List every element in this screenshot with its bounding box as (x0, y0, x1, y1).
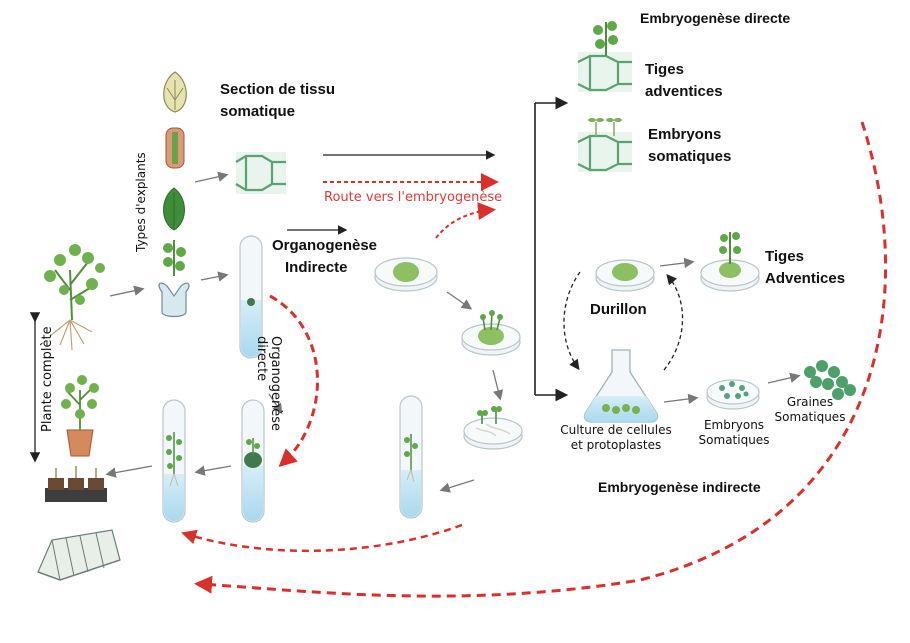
label-organogenese-directe-1: Organogenèse (268, 336, 283, 432)
culture-flask-icon (583, 349, 659, 423)
petri-dish-rooted-plantlets (463, 406, 523, 450)
arrow-red-to-left-tube (181, 523, 463, 553)
label-embryogenese-directe: Embryogenèse directe (640, 10, 791, 26)
label-tiges-adventices2-2: Adventices (765, 270, 846, 287)
label-culture-2: et protoplastes (570, 438, 662, 452)
test-tube-plant-left (162, 399, 186, 523)
arrow-embryogenese-indirecte (194, 121, 888, 598)
explant-root-tip-icon (165, 127, 185, 169)
label-graines-2: Somatiques (774, 410, 846, 424)
label-embryons-somatiques-2: somatiques (648, 148, 732, 165)
arrow-plant-to-explants (109, 285, 145, 297)
petri-dish-callus (374, 257, 438, 292)
label-organogenese-indirecte-2: Indirecte (285, 259, 348, 276)
arrow-middle-to-left-tube (194, 465, 232, 476)
label-section-tissu-1: Section de tissu (220, 81, 336, 98)
tissue-section-icon (235, 152, 286, 194)
arrow-durillon-to-culture (563, 271, 581, 371)
label-graines-1: Graines (786, 395, 834, 409)
arrow-organogenese-directe (269, 294, 319, 468)
arrow-embryons-to-graines (767, 372, 801, 384)
arrow-shoots-to-roots (492, 369, 504, 401)
embryons-somatiques-dish (706, 379, 760, 410)
label-organogenese-indirecte-1: Organogenèse (272, 237, 378, 254)
label-culture-1: Culture de cellules (560, 423, 672, 437)
tiges-adventices-dish (700, 232, 760, 292)
arrow-red-to-route (435, 202, 496, 239)
label-embryogenese-indirecte: Embryogenèse indirecte (598, 479, 761, 495)
label-tiges-adventices2-1: Tiges (765, 248, 804, 265)
arrow-dish-to-shoots (446, 291, 473, 310)
arrow-gray-to-middle-tube (268, 393, 283, 415)
direct-embryo-shoot-icon (577, 21, 632, 92)
graines-somatiques-icon (804, 360, 856, 400)
arrow-culture-to-embryons (663, 393, 699, 405)
test-tube-callus-middle (241, 399, 265, 523)
label-embryons-som2-2: Somatiques (698, 433, 770, 447)
label-section-tissu-2: somatique (220, 103, 296, 120)
arrow-tube-to-pots (105, 465, 153, 478)
explant-shoot-icon (163, 240, 186, 276)
petri-dish-shoots (461, 310, 521, 356)
label-tiges-adventices-2: adventices (645, 83, 723, 100)
direct-somatic-embryo-icon (577, 118, 632, 172)
arrow-dish-to-tube (439, 479, 475, 493)
label-route-embryogenese: Route vers l'embryogenèse (324, 190, 503, 205)
potted-plant-icon (61, 375, 99, 457)
greenhouse-icon (37, 529, 121, 581)
label-types-explants: Types d'explants (134, 152, 148, 252)
seedling-trays-icon (45, 466, 107, 502)
arrow-culture-to-durillon (663, 274, 684, 371)
durillon-dish (595, 259, 655, 292)
label-durillon: Durillon (590, 301, 647, 318)
label-organogenese-directe-2: directe (254, 336, 269, 382)
arrow-explant-to-tube (200, 271, 229, 282)
explant-leaf-icon (163, 187, 185, 231)
whole-plant-icon (44, 244, 105, 351)
test-tube-explant (239, 235, 263, 359)
label-tiges-adventices-1: Tiges (645, 61, 684, 78)
label-embryons-somatiques-1: Embryons (648, 126, 722, 143)
label-plante-complete: Plante complète (40, 326, 55, 432)
explant-embryo-icon (158, 282, 190, 318)
test-tube-plantlet-right (399, 395, 423, 519)
label-embryons-som2-1: Embryons (703, 418, 765, 432)
arrow-durillon-to-tiges (659, 257, 695, 269)
arrow-explant-to-tissue (194, 171, 229, 183)
explant-bud-icon (163, 71, 187, 113)
